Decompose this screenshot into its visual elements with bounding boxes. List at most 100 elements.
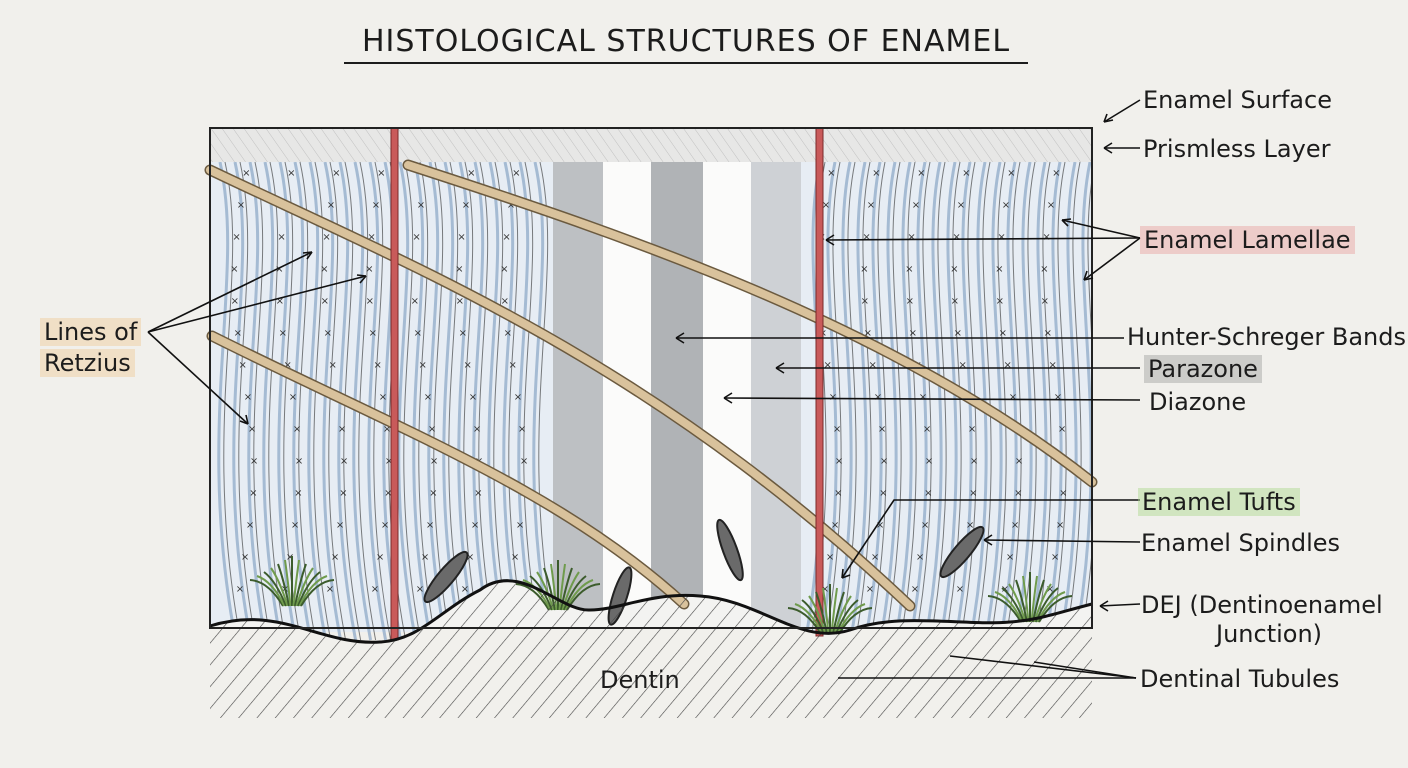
enamel-rod (969, 162, 988, 641)
enamel-rod-outline (418, 162, 437, 641)
enamel-rod (247, 162, 268, 641)
rod-mark: × (295, 456, 303, 467)
enamel-rod (1059, 162, 1078, 641)
label-retzius-line2-text: Retzius (40, 349, 135, 377)
tuft-blade (808, 595, 827, 635)
enamel-rod (502, 162, 523, 641)
label-dentin: Dentin (600, 666, 680, 694)
tuft-blade (249, 579, 284, 607)
rod-mark: × (289, 392, 297, 403)
rod-mark: × (520, 456, 528, 467)
parazone-band (651, 162, 703, 632)
tuft-blade (297, 571, 321, 607)
rod-mark: × (831, 520, 839, 531)
enamel-rod-outline (358, 162, 377, 641)
rod-mark: × (237, 200, 245, 211)
label-lines-of-retzius-line2: Retzius (40, 348, 135, 378)
enamel-rod-outline (223, 162, 242, 641)
rod-mark: × (512, 168, 520, 179)
rod-mark: × (374, 360, 382, 371)
enamel-rod-outline (403, 162, 422, 641)
enamel-rod-outline (508, 162, 527, 641)
rod-mark: × (923, 424, 931, 435)
rod-mark: × (1046, 584, 1054, 595)
tuft-blade (994, 591, 1024, 623)
rod-mark: × (248, 424, 256, 435)
rod-mark: × (951, 296, 959, 307)
rod-mark: × (231, 296, 239, 307)
rod-mark: × (277, 232, 285, 243)
enamel-rod (307, 162, 328, 641)
prismless-layer-tint (210, 128, 1092, 162)
enamel-rod (924, 162, 943, 641)
enamel-tufts-group (249, 556, 1073, 635)
rod-mark: × (462, 200, 470, 211)
rod-mark: × (244, 392, 252, 403)
rod-mark: × (241, 552, 249, 563)
tuft-blade (263, 571, 287, 607)
rod-mark: × (996, 296, 1004, 307)
rod-mark: × (1049, 360, 1057, 371)
rod-mark: × (829, 392, 837, 403)
rod-mark: × (381, 520, 389, 531)
enamel-rod (879, 162, 898, 641)
rod-mark: × (340, 456, 348, 467)
rod-mark: × (970, 456, 978, 467)
enamel-rod (1074, 162, 1092, 641)
rod-mark: × (1042, 232, 1050, 243)
rod-mark: × (912, 200, 920, 211)
rod-mark: × (326, 584, 334, 595)
enamel-rod-outline (1035, 162, 1052, 641)
rod-mark: × (428, 424, 436, 435)
rod-mark: × (294, 488, 302, 499)
tuft-blade (1008, 583, 1027, 623)
enamel-rod (352, 162, 373, 641)
rod-mark: × (861, 296, 869, 307)
rod-mark: × (385, 456, 393, 467)
rod-mark: × (456, 296, 464, 307)
rod-mark: × (869, 360, 877, 371)
rod-mark: × (966, 520, 974, 531)
rod-mark: × (864, 328, 872, 339)
rod-mark: × (426, 520, 434, 531)
rod-mark: × (866, 584, 874, 595)
rod-mark: × (384, 488, 392, 499)
label-enamel-surface: Enamel Surface (1143, 86, 1332, 114)
rod-mark: × (421, 552, 429, 563)
enamel-rod (1014, 162, 1033, 641)
enamel-rod-outline (870, 162, 887, 641)
rod-mark: × (429, 488, 437, 499)
rod-mark: × (511, 552, 519, 563)
rod-mark: × (504, 328, 512, 339)
rod-mark: × (835, 456, 843, 467)
enamel-rod (412, 162, 433, 641)
rod-mark: × (952, 232, 960, 243)
tuft-blade (1015, 579, 1028, 623)
tuft-blade (815, 591, 828, 635)
rod-mark: × (911, 584, 919, 595)
rod-mark: × (959, 360, 967, 371)
rod-mark: × (878, 424, 886, 435)
rod-mark: × (919, 392, 927, 403)
lines-of-retzius (204, 159, 1098, 612)
tuft-blade (298, 575, 328, 607)
rod-mark: × (1041, 296, 1049, 307)
rod-mark: × (236, 584, 244, 595)
rod-mark: × (956, 584, 964, 595)
rod-mark: × (414, 328, 422, 339)
enamel-rod (1029, 162, 1048, 641)
label-enamel-tufts-text: Enamel Tufts (1138, 488, 1300, 516)
rod-mark: × (327, 200, 335, 211)
tuft-blade (300, 579, 335, 607)
rod-mark: × (474, 488, 482, 499)
enamel-rod (984, 162, 1003, 641)
rod-mark: × (339, 488, 347, 499)
rod-mark: × (907, 232, 915, 243)
parazone-band (553, 162, 603, 632)
rod-mark: × (457, 232, 465, 243)
enamel-rod-outline (343, 162, 362, 641)
rod-mark: × (321, 296, 329, 307)
rod-mark: × (950, 264, 958, 275)
enamel-rod-outline (975, 162, 992, 641)
